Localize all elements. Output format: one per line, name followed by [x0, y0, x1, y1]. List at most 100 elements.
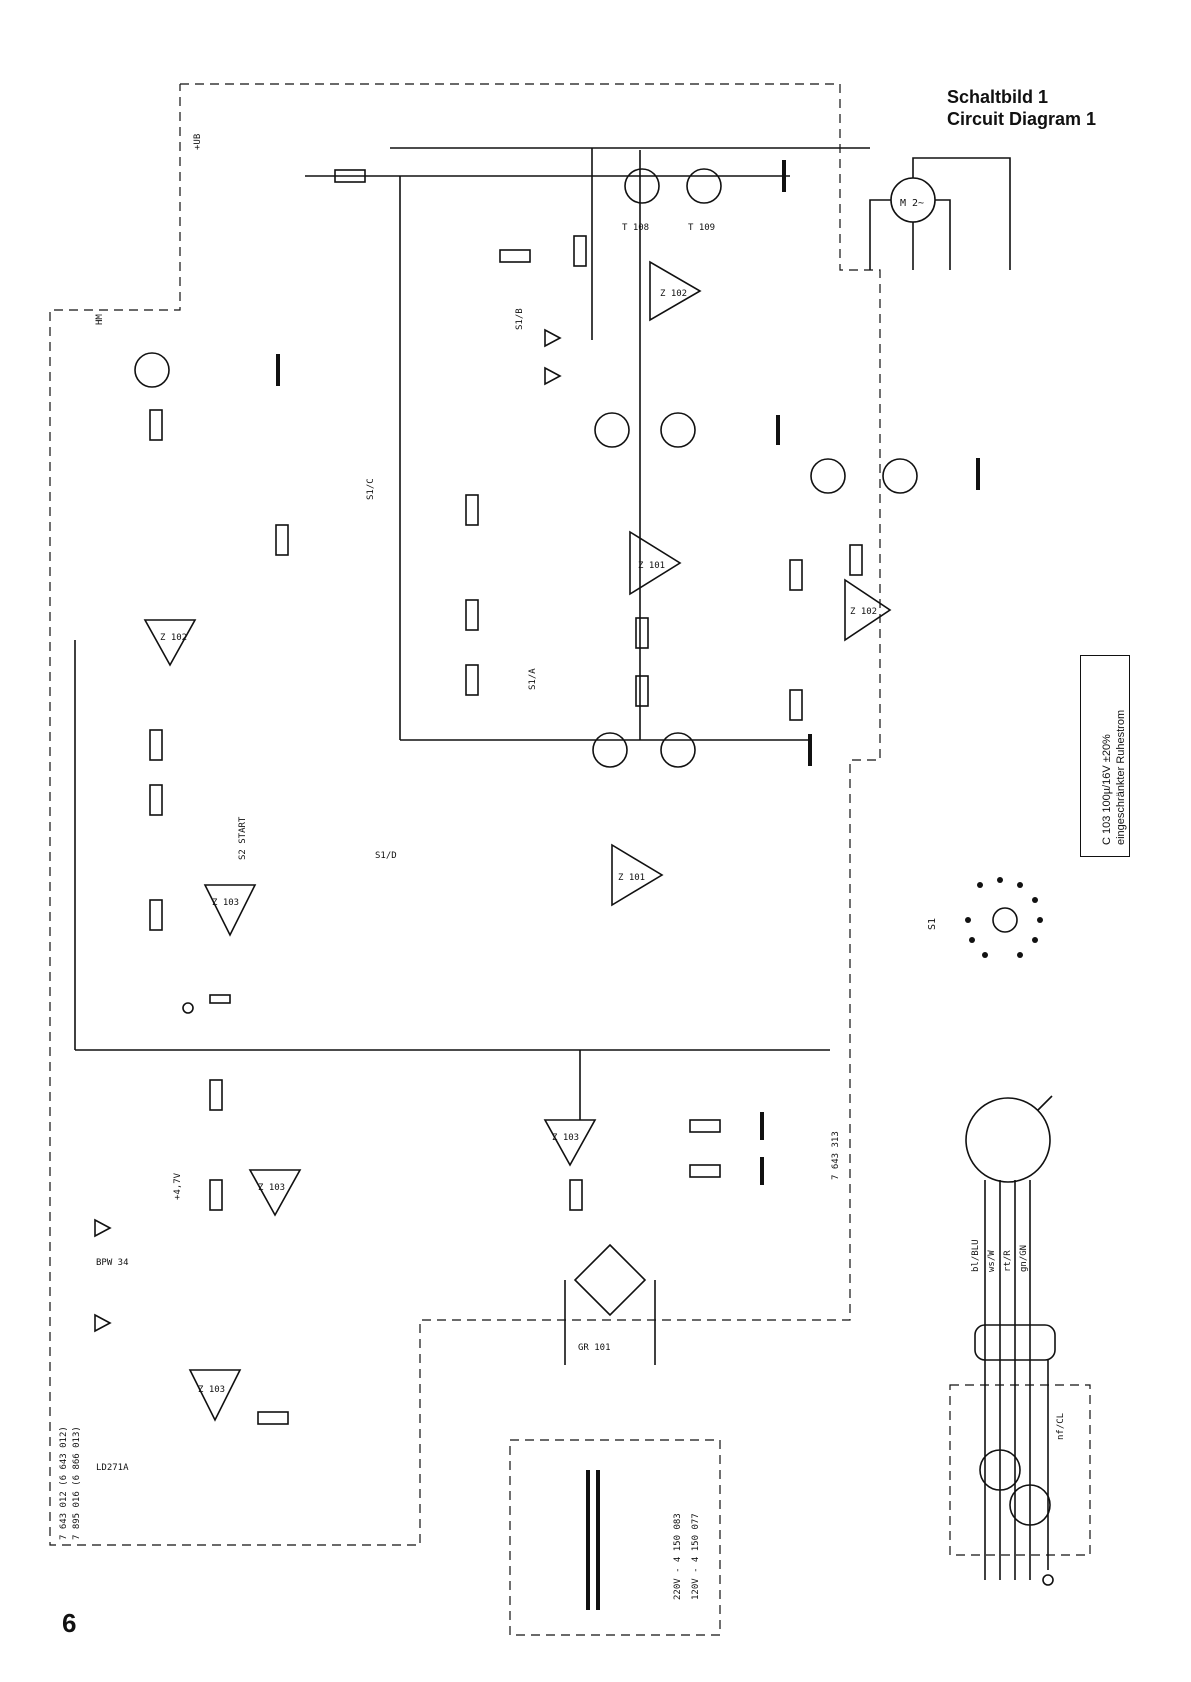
opamp-z101-mid: [629, 530, 682, 596]
zener-d109: [544, 328, 562, 348]
resistor-r115: [689, 1164, 721, 1178]
resistor-r127: [465, 599, 479, 631]
opamp-z103-bottom: [188, 1369, 242, 1422]
switch-contact-9: [969, 937, 975, 943]
part-number-1: 7 643 012 (6 643 012): [59, 1426, 69, 1540]
resistor-r136: [573, 235, 587, 267]
c103-marker: [182, 1002, 194, 1014]
transformer-box: [509, 1439, 721, 1636]
switch-contact-6: [1032, 937, 1038, 943]
label-t109: T 109: [688, 223, 715, 233]
diagram-title-en: Circuit Diagram 1: [947, 109, 1097, 129]
resistor-r107: [149, 729, 163, 761]
label-hm: HM: [95, 314, 105, 325]
label-voltage: +4,7V: [173, 1172, 183, 1200]
resistor-r135: [499, 249, 531, 263]
resistor-r131: [789, 559, 803, 591]
switch-s1-label: S1: [927, 918, 938, 930]
switch-contact-10: [965, 917, 971, 923]
opamp-z103-supply: [543, 1119, 597, 1167]
cable-label-gn: gn/GN: [1019, 1245, 1029, 1272]
transistor-t109: [686, 168, 722, 204]
switch-contact-1: [977, 882, 983, 888]
bridge-rectifier-gr101: [573, 1243, 647, 1317]
resistor-r125: [635, 675, 649, 707]
resistor-r111: [275, 524, 289, 556]
opamp-z103-low: [248, 1169, 302, 1217]
switch-contact-8: [982, 952, 988, 958]
part-number-2: 7 895 016 (6 866 013): [72, 1426, 82, 1540]
label-s2: S2 START: [238, 816, 248, 860]
transistor-t103: [660, 732, 696, 768]
motor-round: [965, 1097, 1051, 1183]
motor-wire-a: [912, 157, 1011, 270]
resistor-r129: [465, 494, 479, 526]
page-number: 6: [62, 1608, 77, 1638]
led-ld271a: [94, 1313, 112, 1333]
opamp-z102-top: [649, 260, 702, 322]
label-s1d: S1/D: [375, 851, 397, 861]
cable-label-r: rt/R: [1003, 1250, 1013, 1272]
label-gr101: GR 101: [578, 1343, 611, 1353]
label-z102-top: Z 102: [660, 289, 687, 299]
label-z103-bottom: Z 103: [198, 1385, 225, 1395]
transistor-t101: [134, 352, 170, 388]
zener-d107: [544, 366, 562, 386]
resistor-r116: [689, 1119, 721, 1133]
resistor-r124: [465, 664, 479, 696]
transistor-t104: [594, 412, 630, 448]
resistor-r132: [849, 544, 863, 576]
label-s1b: S1/B: [515, 308, 525, 330]
resistor-r105: [149, 784, 163, 816]
label-z101-mid: Z 101: [638, 561, 665, 571]
resistor-r112: [149, 409, 163, 441]
switch-contact-4: [1032, 897, 1038, 903]
resistor-r128: [635, 617, 649, 649]
note-box: [1080, 655, 1130, 857]
board-outline: [49, 83, 881, 1546]
lamp-2: [1009, 1484, 1051, 1526]
label-z101-low: Z 101: [618, 873, 645, 883]
label-ub-top: +UB: [193, 134, 203, 150]
motor-wire-b: [869, 199, 891, 270]
transistor-t106: [810, 458, 846, 494]
resistor-r103: [209, 1079, 223, 1111]
transistor-t105: [660, 412, 696, 448]
transformer-label-220: 220V - 4 150 083: [673, 1513, 683, 1600]
switch-contact-2: [997, 877, 1003, 883]
switch-contact-7: [1017, 952, 1023, 958]
label-z103-supply: Z 103: [552, 1133, 579, 1143]
transistor-t108: [624, 168, 660, 204]
motor-label: M 2~: [900, 198, 924, 209]
switch-contact-3: [1017, 882, 1023, 888]
resistor-r126: [789, 689, 803, 721]
photodiode-bpw34: [94, 1218, 112, 1238]
opamp-z103-left: [203, 884, 257, 937]
label-s1a: S1/A: [528, 668, 538, 690]
transformer-label-120: 120V - 4 150 077: [691, 1513, 701, 1600]
cable-sleeve: [974, 1324, 1056, 1361]
cable-box: [949, 1384, 1091, 1556]
motor-lead: [1037, 1095, 1053, 1111]
opamp-z102-right: [844, 578, 892, 642]
cable-label-blu: bl/BLU: [971, 1239, 981, 1272]
resistor-r104: [149, 899, 163, 931]
resistor-r101: [257, 1411, 289, 1425]
motor-wire-d: [935, 199, 951, 270]
resistor-r102: [209, 1179, 223, 1211]
label-z102-right: Z 102: [850, 607, 877, 617]
label-s1c: S1/C: [366, 478, 376, 500]
label-z103-low: Z 103: [258, 1183, 285, 1193]
label-ld271a: LD271A: [96, 1463, 129, 1473]
diagram-title-de: Schaltbild 1: [947, 87, 1049, 107]
lamp-1: [979, 1449, 1021, 1491]
cable-label-cl: nf/CL: [1056, 1413, 1066, 1440]
capacitor-c103: [209, 994, 231, 1004]
transistor-t107: [882, 458, 918, 494]
label-bpw34: BPW 34: [96, 1258, 129, 1268]
label-t108: T 108: [622, 223, 649, 233]
opamp-z101-low: [611, 843, 664, 907]
resistor-r114: [569, 1179, 583, 1211]
label-z102-left: Z 102: [160, 633, 187, 643]
